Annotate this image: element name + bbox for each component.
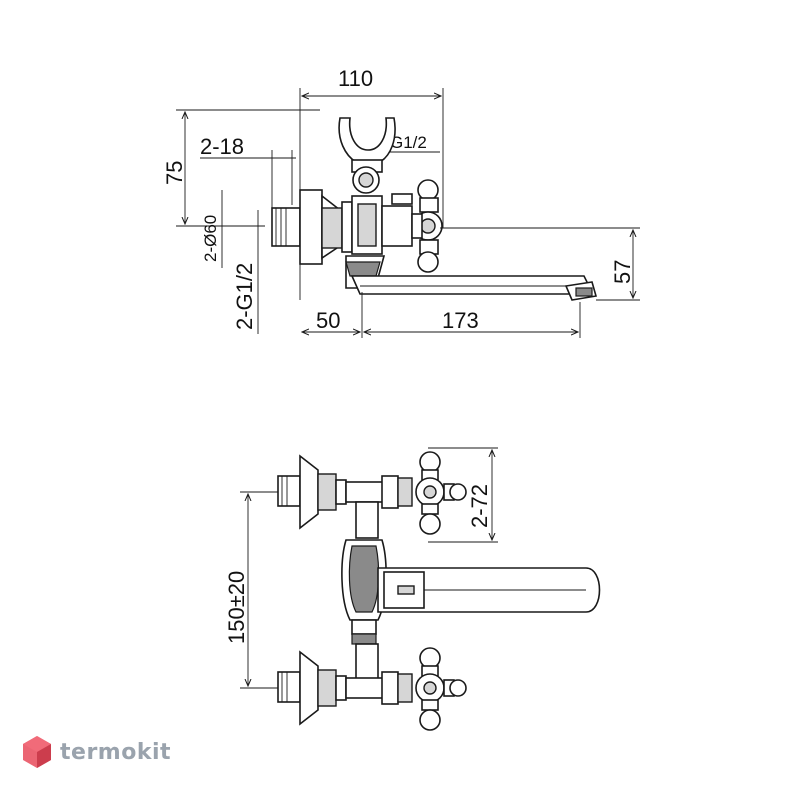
- dim-thread-top-label: G1/2: [390, 133, 427, 152]
- dim-spout-height-label: 57: [610, 260, 635, 284]
- dim-width-label: 110: [338, 66, 373, 91]
- dim-inlet-thread-label: 2-G1/2: [232, 263, 257, 330]
- dim-handles-label: 2-72: [467, 484, 492, 528]
- termokit-logo-icon: [23, 736, 51, 768]
- side-view: 110 75 2-18 G1/2 2-Ø60 2-G1/2: [162, 66, 640, 338]
- brand-watermark: termokit: [22, 735, 171, 769]
- dim-centers-label: 150±20: [224, 571, 249, 644]
- brand-name: termokit: [60, 739, 172, 765]
- dim-height-label: 75: [162, 161, 187, 185]
- dim-spout-label: 173: [442, 308, 479, 333]
- dim-diameter-label: 2-Ø60: [201, 215, 220, 262]
- dim-body-label: 50: [316, 308, 340, 333]
- front-view: 2-72 150±20: [224, 447, 601, 731]
- dim-offset-label: 2-18: [200, 134, 244, 159]
